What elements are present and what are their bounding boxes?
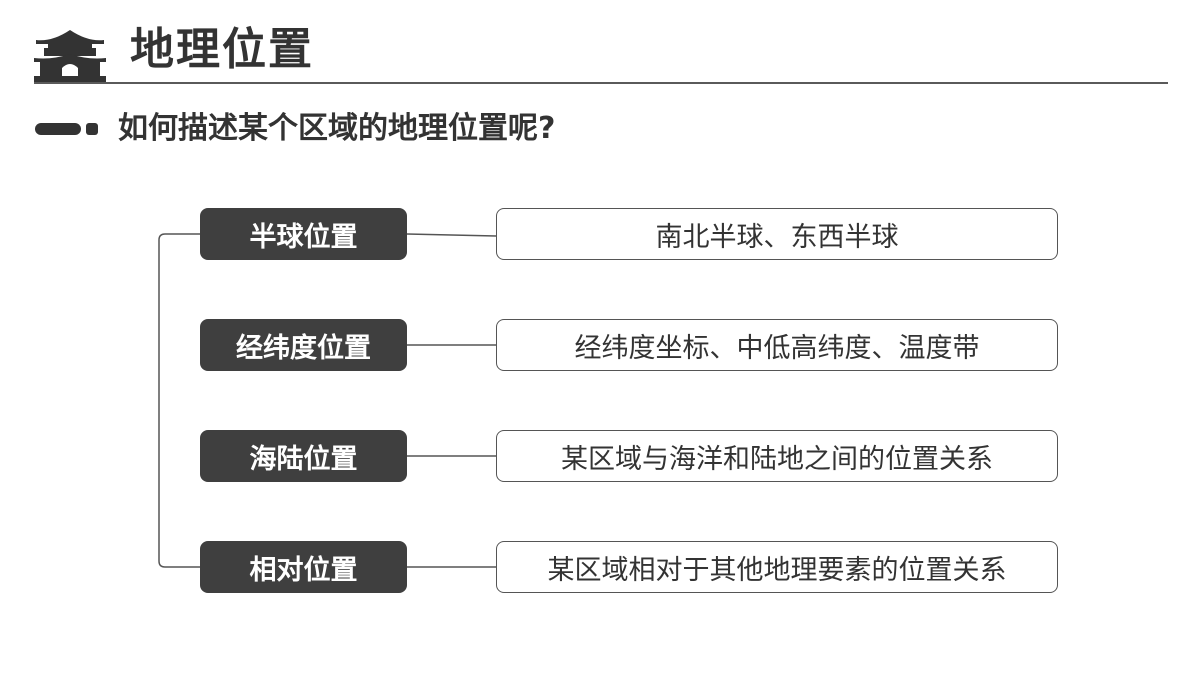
category-box-relative: 相对位置 [200, 541, 407, 593]
question-bullet-dot [86, 123, 98, 135]
question-bullet-bar [35, 123, 81, 135]
category-box-land-sea: 海陆位置 [200, 430, 407, 482]
description-box-relative: 某区域相对于其他地理要素的位置关系 [496, 541, 1058, 593]
connector-line-1 [406, 233, 497, 237]
header-divider [34, 82, 1168, 84]
category-box-hemisphere: 半球位置 [200, 208, 407, 260]
description-box-hemisphere: 南北半球、东西半球 [496, 208, 1058, 260]
category-box-latlong: 经纬度位置 [200, 319, 407, 371]
ancient-gate-icon [34, 30, 106, 82]
description-box-land-sea: 某区域与海洋和陆地之间的位置关系 [496, 430, 1058, 482]
description-box-latlong: 经纬度坐标、中低高纬度、温度带 [496, 319, 1058, 371]
question-heading: 如何描述某个区域的地理位置呢? [118, 111, 556, 146]
page-title: 地理位置 [130, 24, 314, 75]
bracket-line [158, 233, 200, 568]
